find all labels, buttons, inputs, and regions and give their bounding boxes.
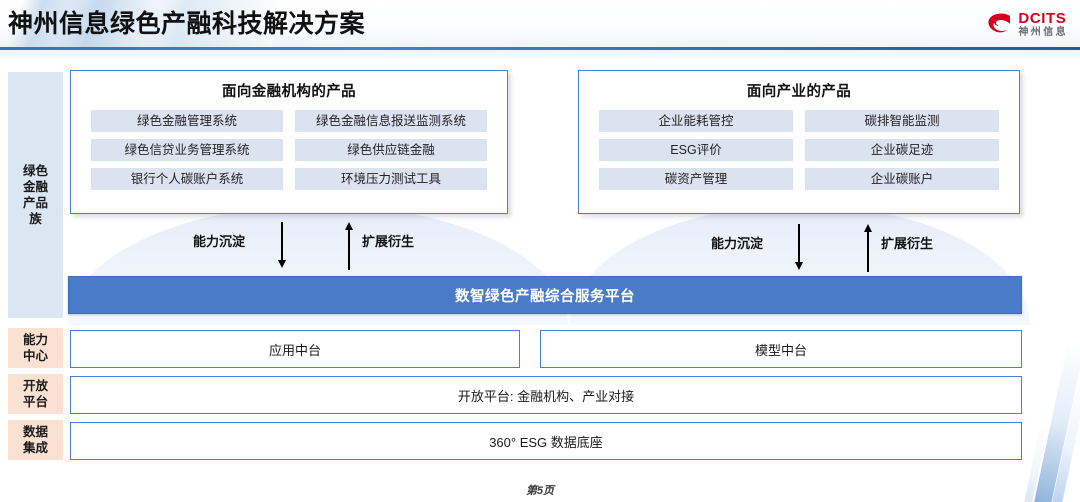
panel-financial-institution-products: 面向金融机构的产品 绿色金融管理系统 绿色金融信息报送监测系统 绿色信贷业务管理… (70, 70, 508, 214)
flow-label-up-right: 扩展衍生 (881, 236, 934, 251)
dcits-swoosh-icon (988, 13, 1011, 33)
panel-title-right: 面向产业的产品 (746, 84, 852, 100)
header-divider-shadow (0, 50, 1080, 62)
slide-header: 神州信息绿色产融科技解决方案 DCITS 神州信息 (0, 0, 1080, 48)
header-divider (0, 47, 1080, 50)
flow-label-down-right: 能力沉淀 (711, 236, 764, 251)
product-chip[interactable]: 企业能耗管控 (599, 110, 793, 132)
arrow-up-right (862, 224, 874, 272)
product-chip[interactable]: 企业碳足迹 (805, 139, 999, 161)
rail-product-family-text: 绿色金融产品族 (22, 164, 48, 226)
page-title: 神州信息绿色产融科技解决方案 (8, 10, 366, 38)
product-chip[interactable]: 碳资产管理 (599, 168, 793, 190)
layer-box-open-platform[interactable]: 开放平台: 金融机构、产业对接 (70, 376, 1022, 414)
page-number: 第5页 (525, 485, 555, 497)
product-chip[interactable]: 绿色金融管理系统 (91, 110, 283, 132)
product-chip[interactable]: 绿色金融信息报送监测系统 (295, 110, 487, 132)
panel-title-left: 面向金融机构的产品 (221, 84, 357, 100)
panel-grid-right: 企业能耗管控 碳排智能监测 ESG评价 企业碳足迹 碳资产管理 企业碳账户 (579, 101, 1019, 190)
rail-capability-center-text: 能力中心 (22, 333, 48, 363)
layer-box-model-middle[interactable]: 模型中台 (540, 330, 1022, 368)
brand-logo: DCITS 神州信息 (987, 9, 1068, 39)
logo-en-label: DCITS (1018, 9, 1067, 27)
platform-bar[interactable]: 数智绿色产融综合服务平台 (68, 276, 1022, 314)
rail-label-open-platform: 开放平台 (8, 374, 63, 414)
layer-box-data-base[interactable]: 360° ESG 数据底座 (70, 422, 1022, 460)
rail-label-product-family: 绿色金融产品族 (8, 72, 63, 318)
arrow-down-right (793, 224, 805, 272)
panel-industry-products: 面向产业的产品 企业能耗管控 碳排智能监测 ESG评价 企业碳足迹 碳资产管理 … (578, 70, 1020, 214)
arrow-down-left (276, 222, 288, 270)
rail-data-integration-text: 数据集成 (22, 425, 48, 455)
platform-label: 数智绿色产融综合服务平台 (455, 288, 635, 305)
product-chip[interactable]: 碳排智能监测 (805, 110, 999, 132)
layer-box-app-middle[interactable]: 应用中台 (70, 330, 520, 368)
rail-open-platform-text: 开放平台 (22, 379, 48, 409)
panel-grid-left: 绿色金融管理系统 绿色金融信息报送监测系统 绿色信贷业务管理系统 绿色供应链金融… (71, 101, 507, 190)
product-chip[interactable]: 环境压力测试工具 (295, 168, 487, 190)
product-chip[interactable]: ESG评价 (599, 139, 793, 161)
flow-label-down-left: 能力沉淀 (193, 234, 246, 249)
product-chip[interactable]: 企业碳账户 (805, 168, 999, 190)
logo-cn-label: 神州信息 (1018, 26, 1068, 38)
product-chip[interactable]: 绿色供应链金融 (295, 139, 487, 161)
rail-label-capability-center: 能力中心 (8, 328, 63, 368)
product-chip[interactable]: 绿色信贷业务管理系统 (91, 139, 283, 161)
rail-label-data-integration: 数据集成 (8, 420, 63, 460)
arrow-up-left (343, 222, 355, 270)
logo-text: DCITS 神州信息 (1018, 11, 1068, 38)
flow-label-up-left: 扩展衍生 (362, 234, 415, 249)
product-chip[interactable]: 银行个人碳账户系统 (91, 168, 283, 190)
